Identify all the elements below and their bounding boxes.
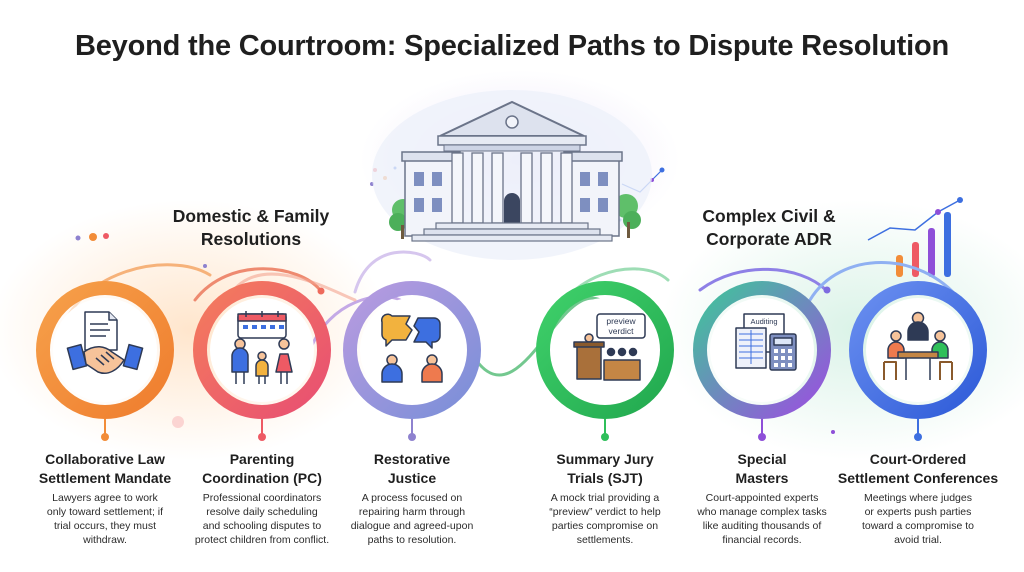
- item-desc-summary-jury-trials: A mock trial providing a “preview” verdi…: [549, 492, 661, 546]
- item-desc-collaborative-law: Lawyers agree to work only toward settle…: [46, 492, 164, 546]
- item-desc-parenting-coordination: Professional coordinators resolve daily …: [194, 492, 330, 546]
- item-title-line1: Collaborative Law: [45, 451, 165, 467]
- preview-sign-line2: verdict: [608, 326, 634, 336]
- item-title-settlement-conferences: Court-Ordered Settlement Conferences: [833, 450, 1003, 488]
- section-title-domestic-line1: Domestic & Family: [172, 206, 330, 226]
- item-desc-special-masters: Court-appointed experts who manage compl…: [697, 492, 827, 546]
- broken-speech-bubbles-icon: [380, 313, 443, 383]
- mock-trial-icon: preview verdict: [573, 313, 646, 381]
- item-title-line1: Court-Ordered: [869, 451, 967, 467]
- courthouse-icon: [372, 90, 652, 260]
- item-title-line1: Restorative: [373, 451, 451, 467]
- item-title-restorative-justice: Restorative Justice: [327, 450, 497, 488]
- item-title-collaborative-law: Collaborative Law Settlement Mandate: [20, 450, 190, 488]
- item-title-line2: Masters: [735, 470, 789, 486]
- item-title-line1: Special: [737, 451, 787, 467]
- item-title-line2: Settlement Conferences: [837, 470, 999, 486]
- item-title-line1: Parenting: [229, 451, 295, 467]
- preview-sign-line1: preview: [606, 316, 636, 326]
- item-title-line2: Justice: [387, 470, 437, 486]
- item-title-line2: Trials (SJT): [567, 470, 643, 486]
- section-title-civil-line2: Corporate ADR: [706, 229, 832, 249]
- family-calendar-icon: [231, 311, 293, 384]
- item-title-line2: Coordination (PC): [202, 470, 322, 486]
- item-desc-settlement-conferences: Meetings where judges or experts push pa…: [861, 492, 975, 546]
- item-desc-restorative-justice: A process focused on repairing harm thro…: [350, 492, 474, 546]
- handshake-icon: [66, 311, 144, 374]
- section-title-domestic-line2: Resolutions: [200, 229, 302, 249]
- page-title: Beyond the Courtroom: Specialized Paths …: [75, 30, 949, 62]
- item-title-line2: Settlement Mandate: [38, 470, 172, 486]
- ring-pins: [101, 419, 922, 441]
- section-title-civil: Complex Civil & Corporate ADR: [659, 205, 879, 251]
- item-title-line1: Summary Jury: [556, 451, 654, 467]
- section-title-civil-line1: Complex Civil &: [702, 206, 836, 226]
- auditing-label: Auditing: [750, 317, 777, 326]
- item-title-parenting-coordination: Parenting Coordination (PC): [177, 450, 347, 488]
- conference-table-icon: [883, 311, 953, 380]
- item-title-special-masters: Special Masters: [677, 450, 847, 488]
- auditing-calculator-icon: Auditing: [735, 313, 797, 371]
- item-title-summary-jury-trials: Summary Jury Trials (SJT): [520, 450, 690, 488]
- section-title-domestic: Domestic & Family Resolutions: [141, 205, 361, 251]
